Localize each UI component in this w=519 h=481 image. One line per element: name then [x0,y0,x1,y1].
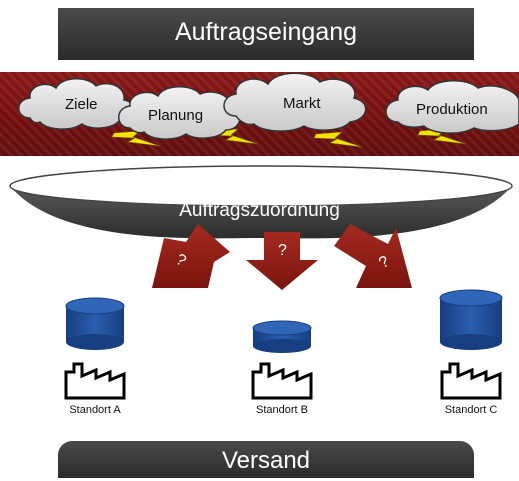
allocation-arrows [152,224,412,290]
storage-a [65,297,125,350]
arrow-to-site-c [334,224,412,288]
lightning-bolts [111,128,467,148]
storage-b [252,320,312,353]
arrow-to-site-a [152,224,230,288]
cloud-produktion [385,80,519,134]
site-label-b: Standort B [256,404,308,416]
site-label-c: Standort C [444,404,498,416]
factory-icon-b [251,362,313,400]
influence-label-planung: Planung [148,107,204,124]
influence-label-markt: Markt [283,95,321,112]
influence-label-ziele: Ziele [65,96,98,113]
lightning-icon-3 [313,131,363,148]
factory-icon-c [440,362,502,400]
arrow-b-question: ? [278,242,287,259]
cloud-markt [223,72,367,132]
influence-label-produktion: Produktion [416,101,488,118]
factory-icon-a [64,362,126,400]
storage-c [439,289,503,350]
cloud-ziele [18,78,134,130]
order-intake-bar: Auftragseingang [58,8,474,60]
allocation-label: Auftragszuordnung [179,200,340,221]
shipping-bar: Versand [58,441,474,478]
funnel [9,165,513,239]
arrow-to-site-b [246,232,318,290]
site-label-a: Standort A [69,404,121,416]
